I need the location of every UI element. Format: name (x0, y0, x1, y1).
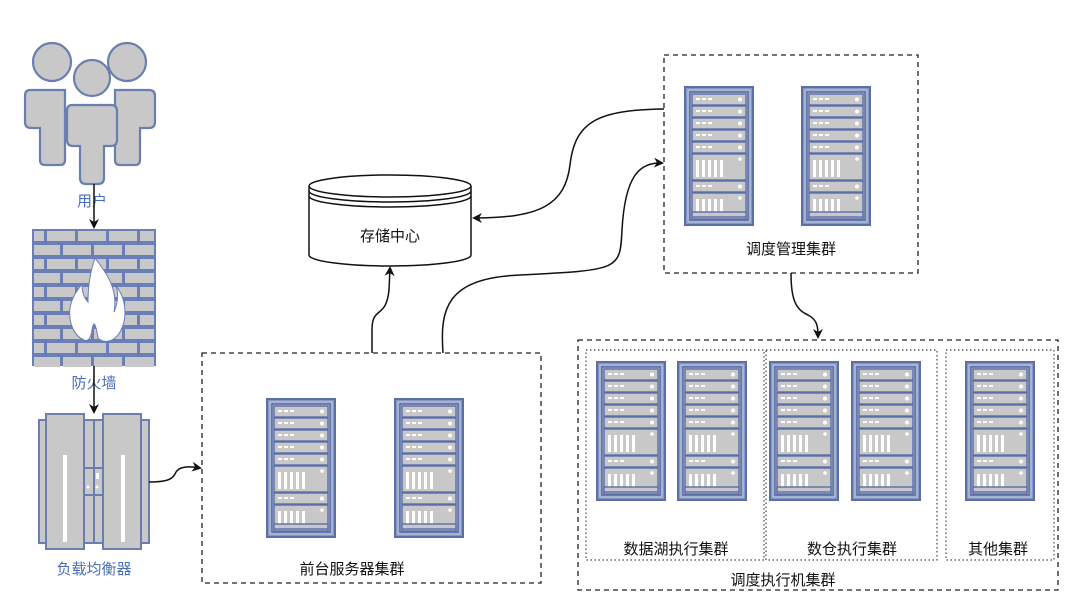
server-rack-icon (678, 362, 746, 500)
edge-frontend-storage (371, 266, 395, 353)
server-rack-icon (802, 87, 870, 225)
users-label: 用户 (77, 192, 107, 210)
executor-cluster-label: 调度执行机集群 (730, 571, 835, 589)
edge-scheduler-storage (472, 108, 665, 223)
load-balancer-label: 负载均衡器 (56, 560, 131, 578)
other-group-label: 其他集群 (968, 540, 1028, 558)
database-icon (308, 174, 472, 267)
server-rack-icon (395, 399, 463, 537)
datalake-group-label: 数据湖执行集群 (623, 540, 728, 558)
server-rack-icon (770, 362, 838, 500)
load-balancer-icon (38, 413, 150, 550)
other-group-box (945, 349, 1055, 561)
datalake-group-box (585, 349, 765, 561)
scheduler-mgmt-cluster-label: 调度管理集群 (746, 240, 836, 258)
executor-cluster-box (577, 339, 1059, 591)
users-icon (23, 41, 157, 186)
server-rack-icon (685, 87, 753, 225)
storage-label: 存储中心 (360, 227, 420, 245)
warehouse-group-box (765, 349, 938, 561)
firewall-icon (32, 229, 156, 367)
server-rack-icon (852, 362, 920, 500)
server-rack-icon (966, 362, 1034, 500)
edge-scheduler-executor (790, 272, 823, 339)
frontend-cluster-box (201, 352, 542, 584)
warehouse-group-label: 数仓执行集群 (807, 540, 897, 558)
server-rack-icon (597, 362, 665, 500)
edge-frontend-scheduler (441, 157, 664, 354)
frontend-cluster-label: 前台服务器集群 (299, 560, 404, 578)
edge-lb-frontend (148, 461, 202, 483)
server-rack-icon (267, 399, 335, 537)
